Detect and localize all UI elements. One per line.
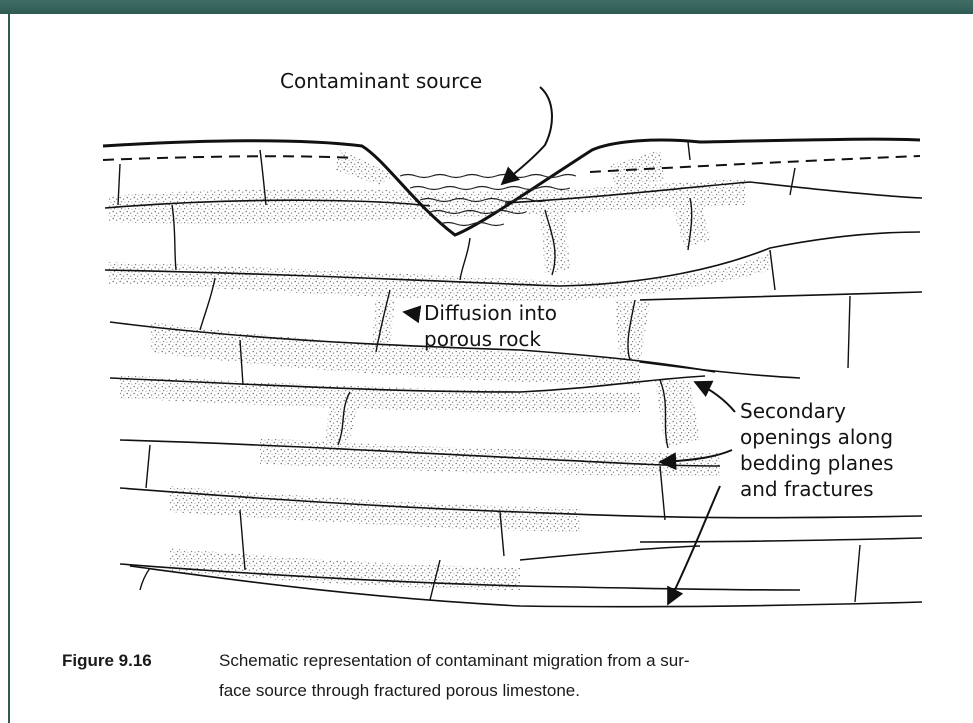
label-diffusion-line2: porous rock [424,327,541,351]
figure-number: Figure 9.16 [62,646,219,676]
label-contaminant-source: Contaminant source [280,69,482,93]
label-diffusion-line1: Diffusion into [424,301,557,325]
caption-line2: face source through fractured porous lim… [62,676,942,706]
limestone-diagram: Contaminant source Diffusion into porous… [0,14,973,634]
top-bar [0,0,973,14]
porous-zone-bands [108,150,770,590]
label-secondary-line2: openings along [740,425,893,449]
label-secondary-line1: Secondary [740,399,846,423]
label-secondary-line3: bedding planes [740,451,894,475]
caption-line1: Schematic representation of contaminant … [219,651,690,670]
label-secondary-line4: and fractures [740,477,874,501]
